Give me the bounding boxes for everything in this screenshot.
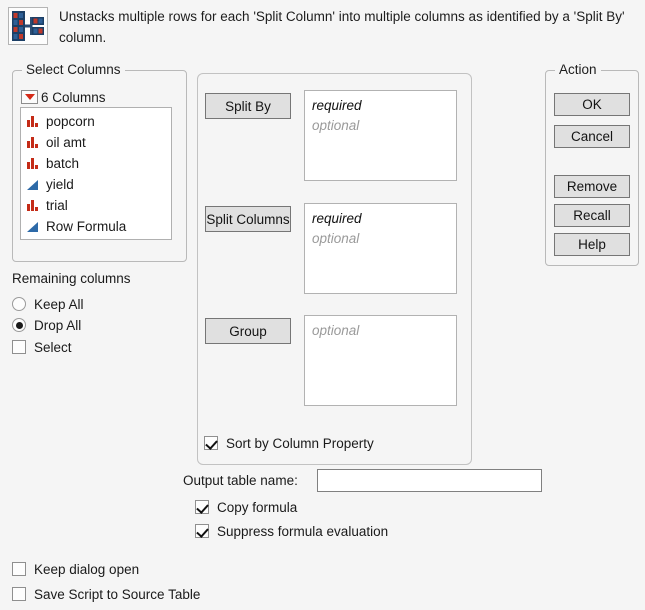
checkbox-label: Keep dialog open [34, 561, 140, 577]
bar-chart-icon [26, 199, 41, 212]
select-columns-group: Select Columns [12, 62, 187, 262]
checkbox-keep-dialog-open[interactable]: Keep dialog open [12, 559, 139, 579]
select-columns-title: Select Columns [22, 62, 125, 78]
column-name: Row Formula [46, 219, 127, 234]
triangle-icon [26, 220, 41, 233]
bar-chart-icon [26, 115, 41, 128]
checkbox-label: Copy formula [217, 499, 298, 515]
split-by-dropzone[interactable]: required optional [304, 90, 457, 181]
group-optional-text: optional [312, 323, 360, 338]
columns-count-row[interactable]: 6 Columns [21, 88, 106, 106]
checkbox-label: Select [34, 339, 72, 355]
columns-count-label: 6 Columns [41, 89, 106, 105]
group-button[interactable]: Group [205, 318, 291, 344]
column-name: oil amt [46, 135, 86, 150]
checkbox-icon-checked [204, 436, 218, 450]
triangle-icon [26, 178, 41, 191]
column-name: trial [46, 198, 68, 213]
checkbox-label: Suppress formula evaluation [217, 523, 389, 539]
column-list[interactable]: popcorn oil amt batch yield trial Row Fo… [20, 107, 172, 240]
checkbox-sort-by-column-property[interactable]: Sort by Column Property [204, 433, 374, 453]
radio-drop-all[interactable]: Drop All [12, 315, 81, 335]
action-title: Action [555, 62, 601, 78]
checkbox-icon-checked [195, 524, 209, 538]
checkbox-copy-formula[interactable]: Copy formula [195, 497, 297, 517]
checkbox-suppress-formula-evaluation[interactable]: Suppress formula evaluation [195, 521, 388, 541]
radio-label: Keep All [34, 296, 84, 312]
split-columns-required-text: required [312, 211, 362, 226]
radio-label: Drop All [34, 317, 82, 333]
roles-panel [197, 73, 472, 465]
list-item[interactable]: yield [23, 174, 171, 195]
action-group: Action [545, 62, 639, 266]
column-name: batch [46, 156, 80, 171]
checkbox-icon-checked [195, 500, 209, 514]
remaining-columns-label: Remaining columns [12, 271, 131, 286]
column-name: popcorn [46, 114, 95, 129]
bar-chart-icon [26, 157, 41, 170]
group-dropzone[interactable]: optional [304, 315, 457, 406]
list-item[interactable]: trial [23, 195, 171, 216]
checkbox-save-script-to-source-table[interactable]: Save Script to Source Table [12, 584, 200, 604]
dialog-header: Unstacks multiple rows for each 'Split C… [0, 0, 645, 54]
radio-icon-selected [12, 318, 26, 332]
checkbox-icon [12, 340, 26, 354]
split-table-icon [8, 7, 48, 45]
list-item[interactable]: Row Formula [23, 216, 171, 237]
split-columns-button[interactable]: Split Columns [205, 206, 291, 232]
list-item[interactable]: oil amt [23, 132, 171, 153]
split-columns-dropzone[interactable]: required optional [304, 203, 457, 294]
cancel-button[interactable]: Cancel [554, 125, 630, 148]
list-item[interactable]: popcorn [23, 111, 171, 132]
bar-chart-icon [26, 136, 41, 149]
split-by-button[interactable]: Split By [205, 93, 291, 119]
red-triangle-dropdown-icon[interactable] [21, 90, 38, 104]
split-by-optional-text: optional [312, 118, 360, 133]
help-button[interactable]: Help [554, 233, 630, 256]
list-item[interactable]: batch [23, 153, 171, 174]
checkbox-label: Sort by Column Property [226, 435, 374, 451]
output-table-name-input[interactable] [317, 469, 542, 492]
column-name: yield [46, 177, 74, 192]
checkbox-select[interactable]: Select [12, 337, 72, 357]
split-columns-optional-text: optional [312, 231, 360, 246]
radio-keep-all[interactable]: Keep All [12, 294, 84, 314]
checkbox-icon [12, 562, 26, 576]
split-by-required-text: required [312, 98, 362, 113]
checkbox-label: Save Script to Source Table [34, 586, 201, 602]
radio-icon [12, 297, 26, 311]
output-table-name-label: Output table name: [183, 473, 298, 488]
dialog-description: Unstacks multiple rows for each 'Split C… [59, 9, 625, 45]
ok-button[interactable]: OK [554, 93, 630, 116]
checkbox-icon [12, 587, 26, 601]
recall-button[interactable]: Recall [554, 204, 630, 227]
remove-button[interactable]: Remove [554, 175, 630, 198]
